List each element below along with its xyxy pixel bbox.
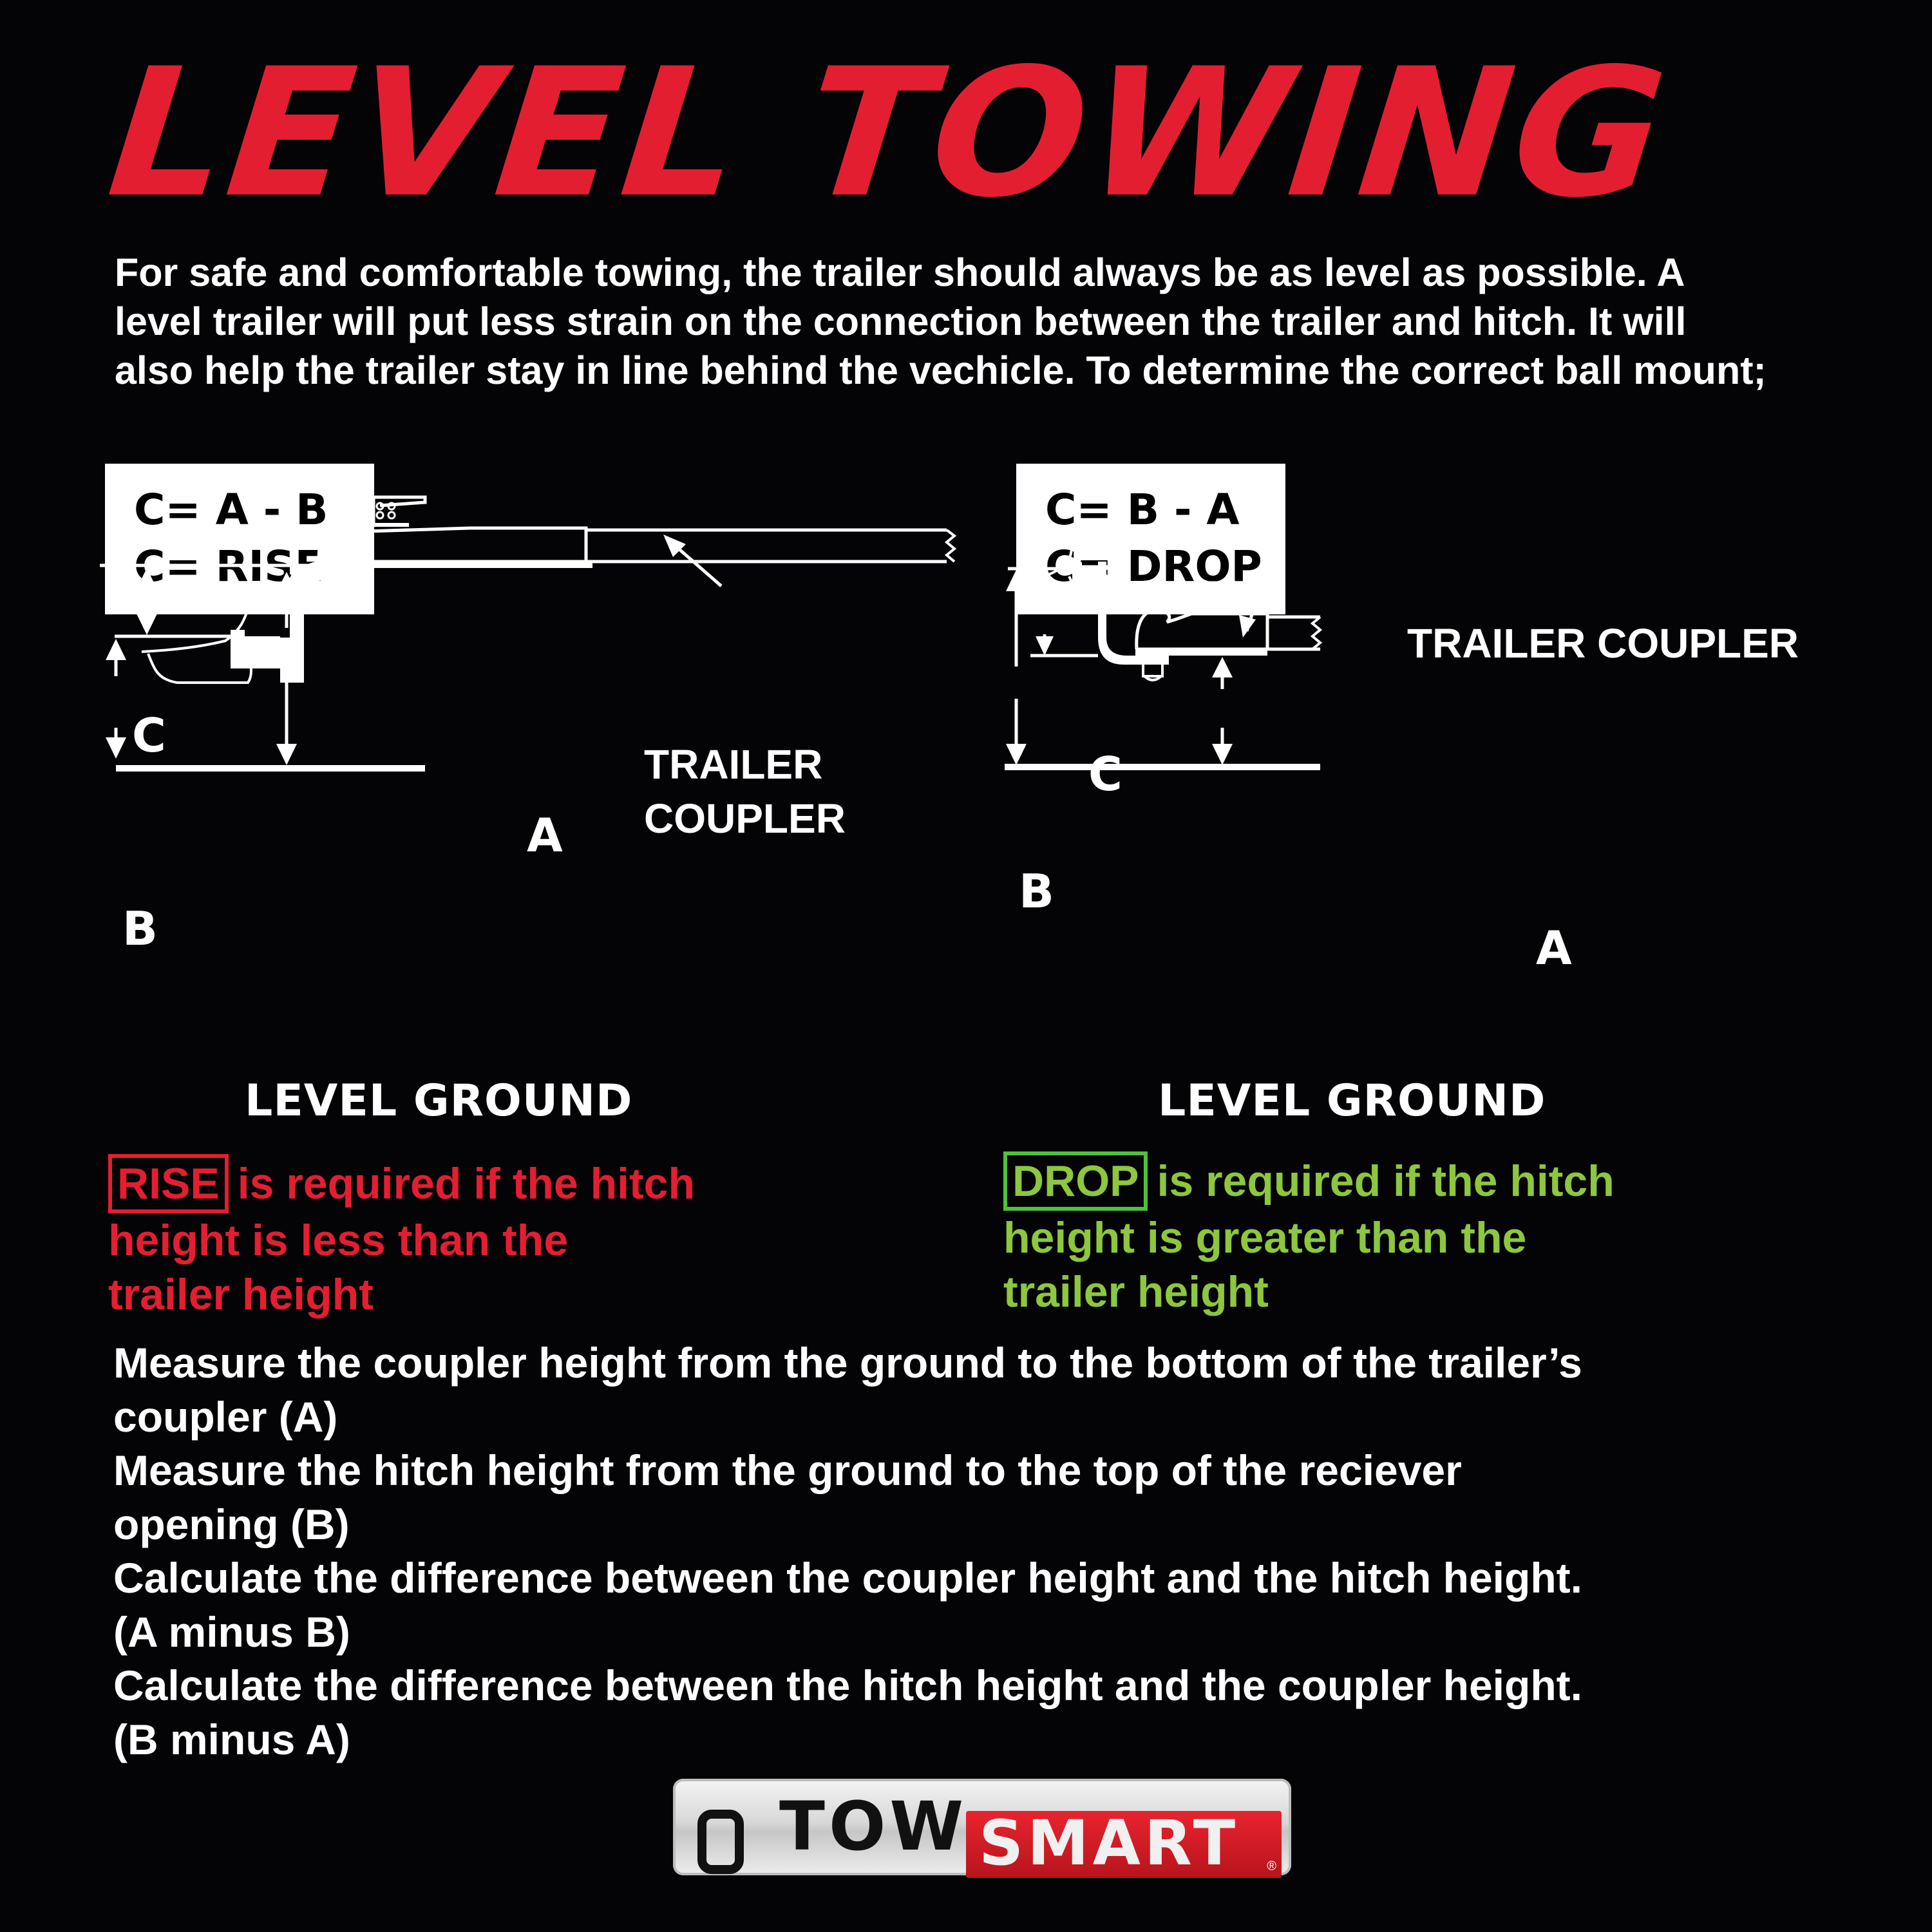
rise-formula-line1: C= A - B [134, 485, 328, 535]
step-line: Measure the hitch height from the ground… [113, 1446, 1462, 1494]
registered-mark: ® [1267, 1859, 1276, 1873]
step-line: Calculate the difference between the hit… [113, 1662, 1582, 1709]
drop-label-b: B [1019, 864, 1054, 918]
logo-smart-text: SMART [979, 1807, 1240, 1879]
rise-ground-label: LEVEL GROUND [245, 1075, 633, 1126]
drop-note-line1: is required if the hitch [1157, 1157, 1615, 1206]
rise-note-line2: height is less than the [108, 1216, 569, 1265]
drop-note-line2: height is greater than the [1003, 1213, 1527, 1262]
intro-line: also help the trailer stay in line behin… [115, 348, 1766, 392]
drop-tag: DROP [1003, 1151, 1148, 1211]
rise-coupler-label: TRAILER COUPLER [644, 737, 846, 846]
intro-line: level trailer will put less strain on th… [115, 299, 1687, 343]
rise-coupler-label-line2: COUPLER [644, 795, 846, 842]
logo-tow-text: TOW [779, 1787, 968, 1866]
rise-label-b: B [122, 902, 158, 956]
rise-note-line1: is required if the hitch [237, 1159, 696, 1208]
drop-label-c: C [1088, 747, 1122, 801]
drop-label-a: A [1536, 921, 1572, 975]
step-line: (B minus A) [113, 1715, 350, 1763]
step-line: Calculate the difference between the cou… [113, 1554, 1582, 1602]
rise-diagram [100, 495, 957, 772]
towsmart-logo: TOW SMART ® [673, 1779, 1291, 1878]
step-line: Measure the coupler height from the grou… [113, 1339, 1582, 1387]
drop-note-line3: trailer height [1003, 1267, 1269, 1316]
rise-label-a: A [527, 808, 563, 862]
rise-tag: RISE [108, 1154, 229, 1213]
intro-paragraph: For safe and comfortable towing, the tra… [115, 248, 1866, 395]
rise-label-c: C [132, 708, 166, 762]
rise-coupler-label-line1: TRAILER [644, 741, 823, 788]
drop-coupler-label: TRAILER COUPLER [1407, 620, 1799, 667]
step-line: opening (B) [113, 1500, 350, 1548]
measurement-steps: Measure the coupler height from the grou… [113, 1336, 1891, 1766]
rise-note-line3: trailer height [108, 1270, 374, 1319]
step-line: (A minus B) [113, 1607, 350, 1656]
drop-ground-label: LEVEL GROUND [1158, 1075, 1546, 1126]
step-line: coupler (A) [113, 1392, 338, 1441]
drop-diagram [1005, 536, 1323, 770]
drop-formula-line1: C= B - A [1045, 485, 1240, 535]
intro-line: For safe and comfortable towing, the tra… [115, 251, 1685, 294]
page-title: LEVEL TOWING [100, 30, 1677, 236]
towsmart-mark-icon [697, 1810, 744, 1874]
logo-smart-box: SMART ® [966, 1811, 1282, 1878]
